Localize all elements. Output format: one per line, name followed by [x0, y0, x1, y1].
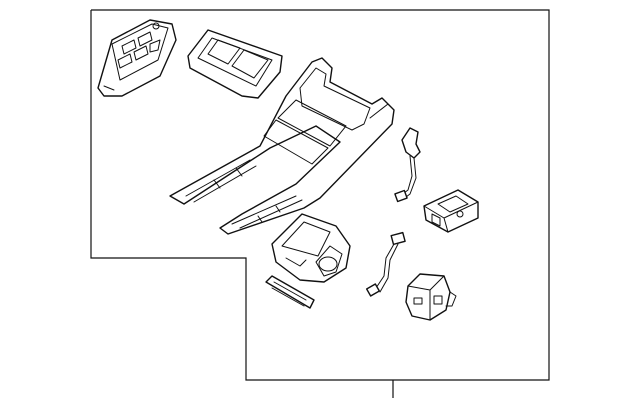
switch-panel[interactable]: [97, 19, 177, 97]
wire-harness-upper[interactable]: [394, 127, 421, 203]
vent-grille[interactable]: [187, 29, 283, 99]
wire-harness-lower[interactable]: [365, 231, 406, 297]
switch-module[interactable]: [405, 273, 457, 321]
console-trim-bezel[interactable]: [169, 57, 395, 235]
cup-holder-insert[interactable]: [271, 213, 351, 283]
small-trim-strip[interactable]: [265, 275, 315, 309]
socket-housing[interactable]: [423, 189, 479, 233]
diagram-frame: [90, 9, 550, 381]
